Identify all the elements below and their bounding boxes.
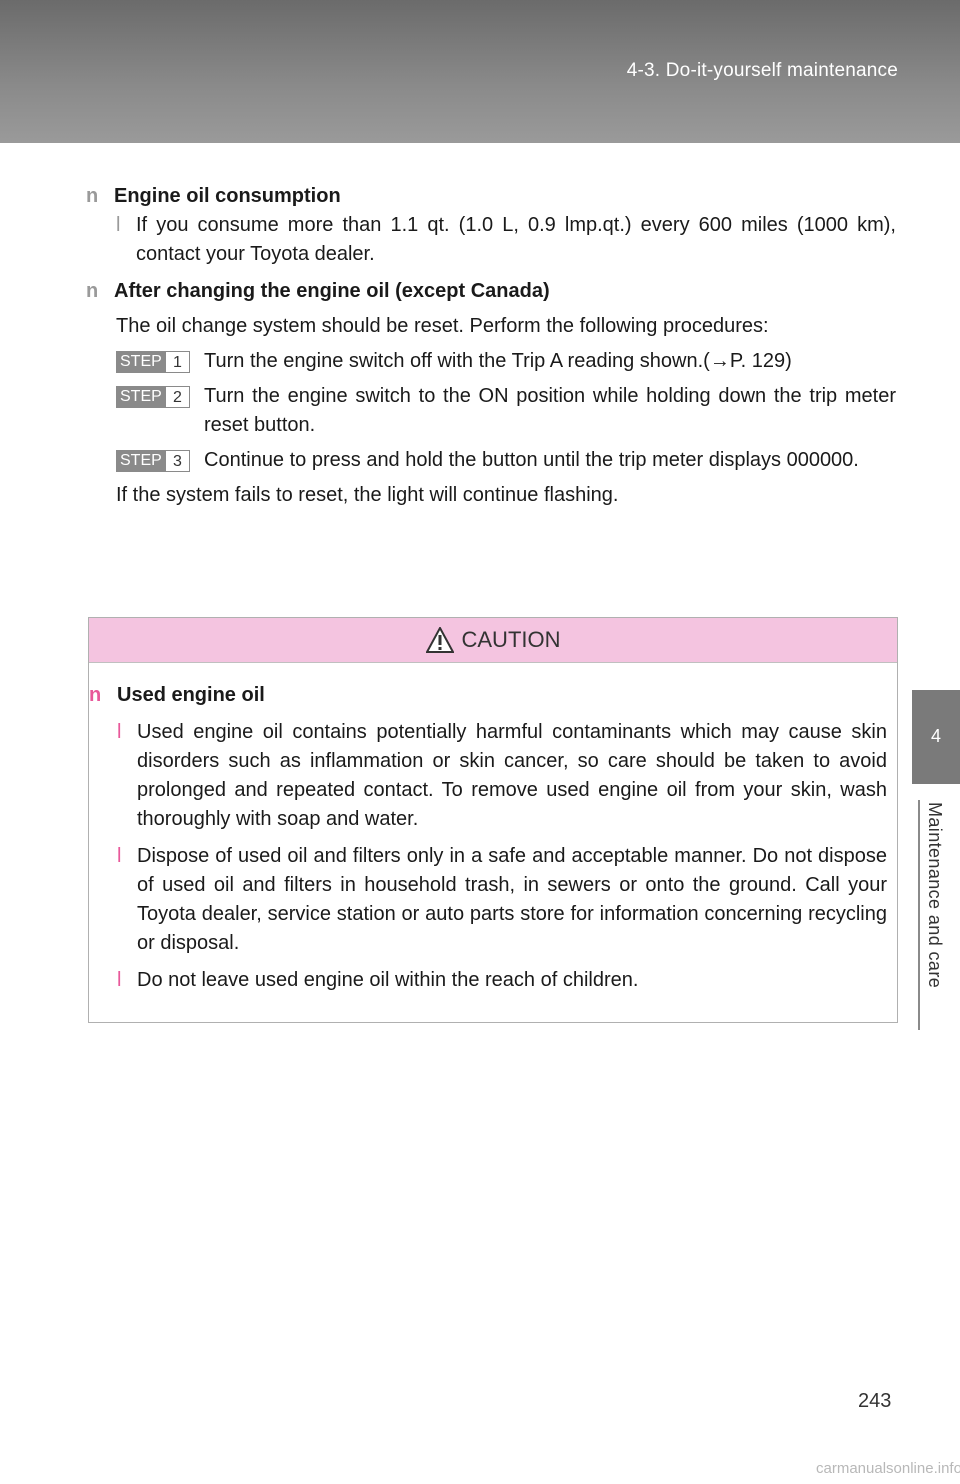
- page-number: 243: [858, 1390, 892, 1412]
- step-badge: STEP 2: [116, 386, 190, 408]
- step-text: Continue to press and hold the button un…: [204, 449, 859, 471]
- step-badge: STEP 3: [116, 450, 190, 472]
- section-after-changing-oil: n After changing the engine oil (except C…: [86, 277, 896, 510]
- caution-header: CAUTION: [89, 618, 897, 663]
- item-bullet-icon: l: [116, 214, 121, 236]
- section-bullet-icon: n: [86, 280, 99, 302]
- caution-box: CAUTION n Used engine oil l Used engine o…: [88, 617, 898, 1023]
- page-header: 4-3. Do-it-yourself maintenance: [0, 0, 960, 143]
- step-label: STEP: [116, 386, 166, 408]
- intro-text: The oil change system should be reset. P…: [116, 315, 769, 337]
- outro-text: If the system fails to reset, the light …: [116, 484, 619, 506]
- heading-text: Engine oil consumption: [114, 185, 341, 207]
- chapter-number: 4: [930, 726, 941, 746]
- section-bullet-icon: n: [89, 684, 102, 706]
- step-number: 3: [165, 450, 190, 472]
- caution-title: CAUTION: [461, 627, 561, 652]
- step-number: 1: [165, 351, 190, 373]
- step-number: 2: [165, 386, 190, 408]
- step-3: STEP 3 Continue to press and hold the bu…: [116, 446, 896, 475]
- heading-text: Used engine oil: [117, 684, 265, 706]
- step-1: STEP 1 Turn the engine switch off with t…: [116, 347, 896, 376]
- chapter-tab: 4: [912, 690, 960, 784]
- watermark: carmanualsonline.info: [816, 1460, 960, 1477]
- chapter-label: Maintenance and care: [925, 802, 945, 989]
- list-item: l Used engine oil contains potentially h…: [117, 718, 887, 834]
- section-heading: n Engine oil consumption: [86, 182, 896, 211]
- item-text: Dispose of used oil and filters only in …: [137, 845, 887, 954]
- step-text: Turn the engine switch to the ON positio…: [204, 385, 896, 436]
- list-item: l If you consume more than 1.1 qt. (1.0 …: [116, 211, 896, 269]
- item-text: Used engine oil contains potentially har…: [137, 721, 887, 830]
- step-label: STEP: [116, 450, 166, 472]
- section-title: 4-3. Do-it-yourself maintenance: [626, 60, 898, 81]
- step-badge: STEP 1: [116, 351, 190, 373]
- main-content: n Engine oil consumption l If you consume…: [86, 182, 896, 510]
- heading-text: After changing the engine oil (except Ca…: [114, 280, 550, 302]
- item-text: If you consume more than 1.1 qt. (1.0 L,…: [136, 214, 896, 265]
- item-bullet-icon: l: [117, 721, 122, 743]
- list-item: l Do not leave used engine oil within th…: [117, 966, 887, 995]
- caution-heading: n Used engine oil: [89, 681, 887, 710]
- step-text: Turn the engine switch off with the Trip…: [204, 350, 792, 372]
- warning-icon: [425, 627, 454, 653]
- chapter-side-label: Maintenance and care: [918, 800, 954, 1030]
- section-engine-oil-consumption: n Engine oil consumption l If you consume…: [86, 182, 896, 269]
- list-item: l Dispose of used oil and filters only i…: [117, 842, 887, 958]
- step-label: STEP: [116, 351, 166, 373]
- item-bullet-icon: l: [117, 845, 122, 867]
- section-heading: n After changing the engine oil (except C…: [86, 277, 896, 306]
- section-bullet-icon: n: [86, 185, 99, 207]
- caution-body: n Used engine oil l Used engine oil conta…: [89, 663, 897, 995]
- item-bullet-icon: l: [117, 969, 122, 991]
- item-text: Do not leave used engine oil within the …: [137, 969, 639, 991]
- step-2: STEP 2 Turn the engine switch to the ON …: [116, 382, 896, 440]
